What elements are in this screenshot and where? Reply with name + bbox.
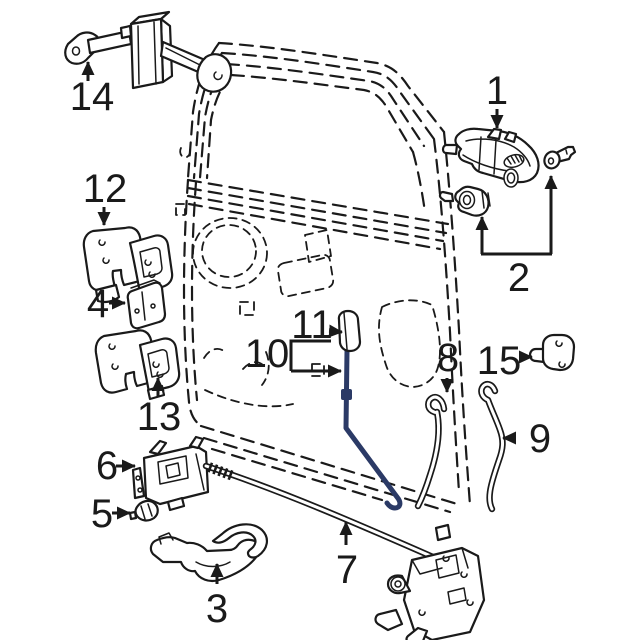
part-key [543, 145, 577, 170]
callout-5: 5 [91, 492, 131, 536]
rod-ferrule [341, 389, 352, 400]
part-lock-rod-8 [414, 393, 448, 510]
part-connecting-rod [202, 462, 437, 561]
callout-5-label: 5 [91, 492, 113, 536]
callout-14: 14 [70, 61, 115, 119]
callout-14-label: 14 [70, 75, 115, 119]
callout-13-label: 13 [137, 395, 182, 439]
callout-6-label: 6 [96, 444, 118, 488]
callout-9: 9 [502, 417, 551, 461]
part-rod-9 [478, 381, 506, 513]
callout-8-label: 8 [437, 336, 459, 380]
callout-1-label: 1 [486, 69, 508, 113]
callout-4-label: 4 [87, 282, 109, 326]
part-door-check [64, 10, 233, 93]
callout-2-label: 2 [508, 256, 530, 300]
callout-4: 4 [87, 282, 126, 326]
part-lock-rod-10 [341, 348, 403, 511]
part-exterior-handle [441, 127, 540, 188]
callout-11-label: 11 [291, 303, 333, 347]
part-inside-handle [149, 523, 268, 583]
callout-8: 8 [437, 336, 459, 393]
callout-1: 1 [486, 69, 508, 129]
callouts: 1 2 3 4 5 6 7 8 [70, 61, 558, 631]
callout-7-label: 7 [336, 548, 358, 592]
part-lower-hinge [94, 329, 181, 401]
callout-6: 6 [96, 444, 136, 488]
part-latch-remote [131, 435, 210, 512]
callout-7: 7 [336, 521, 358, 592]
callout-2: 2 [475, 175, 558, 300]
callout-11-arrow [328, 324, 343, 338]
part-upper-hinge [82, 226, 174, 304]
callout-3-label: 3 [206, 587, 228, 631]
part-lock-cylinder [438, 185, 491, 217]
part-striker-plate [126, 279, 167, 330]
callout-3: 3 [206, 563, 228, 631]
callout-12: 12 [83, 167, 128, 226]
door-outline [175, 41, 472, 514]
part-clip [128, 499, 159, 522]
callout-13: 13 [137, 377, 182, 439]
callout-12-label: 12 [83, 167, 128, 211]
part-lock-knob-11 [337, 309, 362, 353]
door-latch-assembly [374, 523, 486, 640]
speaker-cutout [201, 224, 257, 278]
callout-15-label: 15 [477, 339, 522, 383]
callout-11: 11 [291, 303, 343, 347]
callout-9-label: 9 [529, 417, 551, 461]
callout-10: 10 [245, 332, 342, 378]
armrest-cutout [276, 253, 335, 298]
callout-10-bracket [289, 339, 331, 371]
callout-10-label: 10 [245, 332, 290, 376]
part-lock-knob-15 [528, 333, 576, 372]
callout-15: 15 [477, 339, 533, 383]
